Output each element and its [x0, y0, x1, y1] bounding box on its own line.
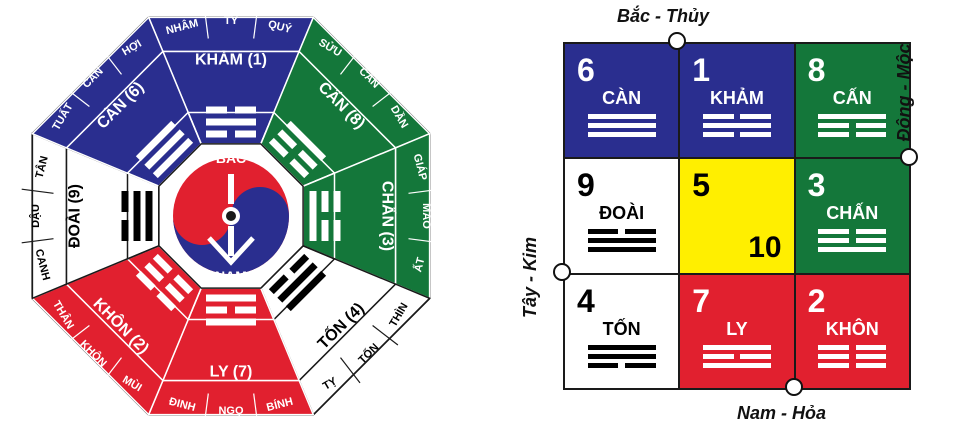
trigram-name-west: ĐOÀI (9)	[65, 184, 84, 248]
cell-number: 4	[577, 282, 595, 319]
cell-trigram-icon	[587, 344, 656, 372]
mountain-divider	[63, 86, 90, 107]
trigram-symbol-northwest	[135, 120, 194, 179]
cell-trigram-name: KHẢM	[709, 88, 764, 108]
trigram-symbol-southeast	[268, 253, 327, 312]
mountain-divider	[21, 188, 54, 194]
cell-number: 9	[577, 167, 595, 204]
cell-trigram-name: ĐOÀI	[599, 203, 645, 224]
cell-trigram-icon	[702, 344, 771, 372]
cell-trigram-icon	[818, 344, 887, 372]
cell-trigram-icon	[818, 229, 887, 256]
center-label-south: NAM	[215, 268, 247, 284]
cell-trigram-icon	[587, 114, 656, 141]
cell-trigram-name: KHÔN	[825, 318, 879, 339]
direction-south: Nam - Hỏa	[737, 403, 827, 423]
mountain-divider	[408, 188, 441, 194]
mountain-divider	[340, 48, 361, 75]
mountain-label-west-2: TÂN	[33, 154, 51, 179]
mountain-label-south-1: NGỌ	[218, 405, 244, 417]
east-marker-dot	[900, 148, 918, 166]
cell-trigram-icon	[818, 114, 887, 141]
north-marker-dot	[668, 32, 686, 50]
south-marker-dot	[785, 378, 803, 396]
mountain-divider	[101, 48, 122, 75]
trigram-symbol-south	[206, 294, 256, 326]
mountain-label-north-1: TÝ	[224, 14, 239, 27]
direction-north: Bắc - Thủy	[617, 6, 710, 26]
mountain-divider	[340, 357, 361, 384]
cell-number: 3	[807, 167, 826, 204]
trigram-name-north: KHẢM (1)	[195, 50, 267, 69]
west-marker-dot	[553, 263, 571, 281]
mountain-label-east-2: ẤT	[411, 256, 427, 274]
mountain-divider	[253, 6, 259, 39]
cell-trigram-icon	[702, 114, 771, 141]
mountain-divider	[101, 357, 122, 384]
cell-trigram-name: CẤN	[832, 88, 872, 108]
cell-number: 1	[692, 52, 711, 88]
trigram-name-east: CHẤN (3)	[379, 181, 398, 251]
cell-number: 7	[692, 282, 711, 319]
cell-trigram-name: CÀN	[602, 88, 642, 108]
trigram-name-south: LY (7)	[210, 364, 253, 381]
mountain-divider	[21, 238, 54, 244]
cell-trigram-icon	[587, 229, 656, 256]
mountain-label-north-2: QUÝ	[267, 17, 294, 36]
grid-cell-5: 5 10	[678, 157, 796, 275]
trigram-symbol-north	[206, 106, 256, 138]
center-label-north: BẮC	[216, 149, 246, 166]
cell-trigram-name: CHẤN	[826, 203, 879, 224]
cell-trigram-name: TỐN	[602, 318, 641, 339]
trigram-symbol-east	[309, 191, 341, 241]
trigram-symbol-southwest	[135, 253, 194, 312]
mountain-label-east-1: MÃO	[420, 203, 433, 229]
cell-number: 5	[692, 167, 711, 204]
mountain-label-west-1: DẬU	[29, 204, 42, 228]
mountain-divider	[372, 86, 399, 107]
cell-trigram-name: LY	[726, 318, 748, 339]
cell-number: 8	[807, 52, 826, 88]
mountain-divider	[408, 238, 441, 244]
cell-number: 2	[807, 282, 826, 319]
trigram-symbol-northeast	[268, 120, 327, 179]
direction-east: Đông - Mộc	[894, 43, 915, 142]
mountain-divider	[63, 325, 90, 346]
cell-extra-number: 10	[748, 230, 782, 264]
compass-arrow-icon	[207, 174, 255, 266]
mountain-divider	[372, 325, 399, 346]
mountain-divider	[203, 6, 209, 39]
cell-number: 6	[577, 52, 595, 88]
mountain-divider	[253, 393, 259, 426]
direction-west: Tây - Kim	[520, 236, 540, 318]
trigram-symbol-west	[121, 191, 153, 241]
mountain-divider	[203, 393, 209, 426]
